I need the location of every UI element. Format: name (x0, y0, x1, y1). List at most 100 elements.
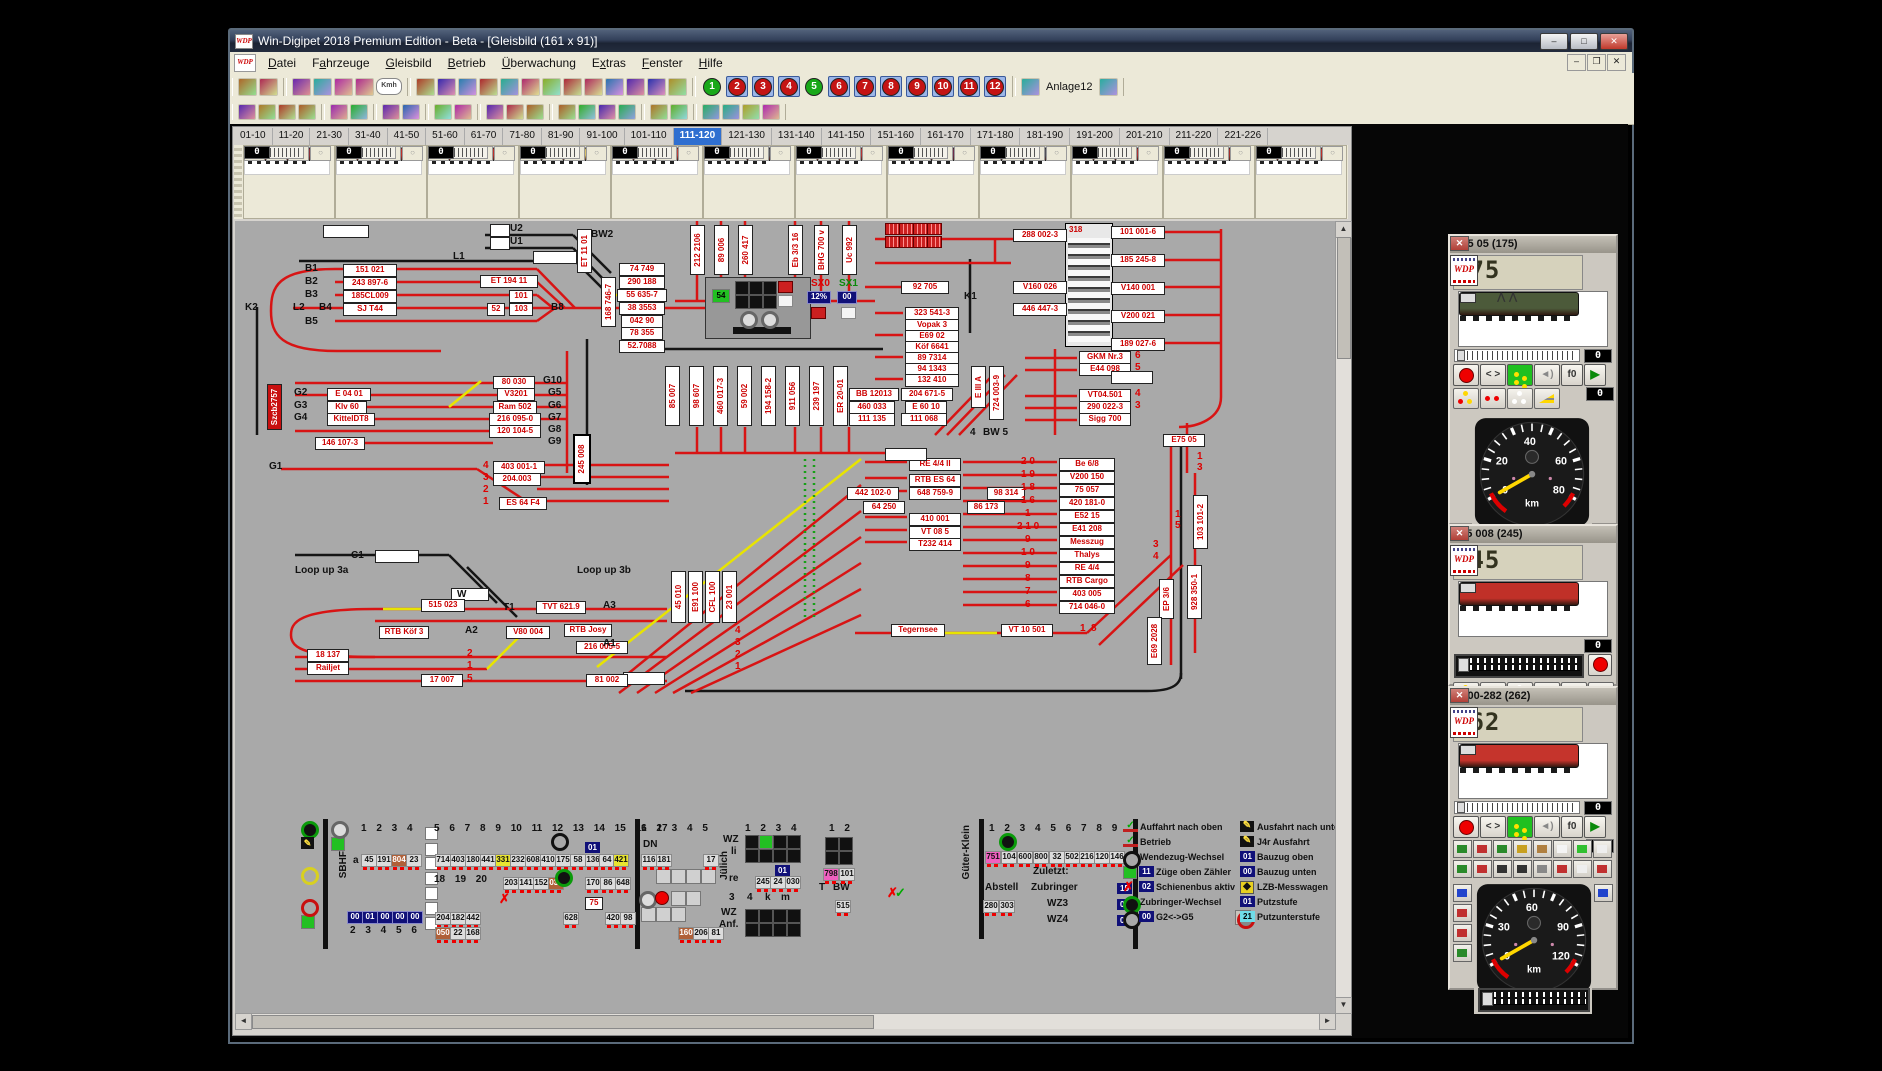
train-button-11[interactable]: 11 (958, 76, 980, 97)
hand-mode-button[interactable] (1553, 860, 1572, 878)
stop-button[interactable] (1453, 816, 1479, 838)
save-icon[interactable] (259, 77, 278, 96)
black-cell[interactable] (839, 851, 853, 865)
loco-delay-button[interactable]: ○ (770, 146, 791, 161)
gray-cell[interactable] (656, 869, 671, 884)
binoculars-icon[interactable] (558, 104, 576, 120)
mdi-minimize-button[interactable]: – (1567, 54, 1586, 71)
mute-button[interactable]: ◄) (1534, 816, 1560, 838)
tab-161-170[interactable]: 161-170 (921, 128, 971, 145)
speed-slider[interactable] (1454, 349, 1580, 362)
staff-icon[interactable] (563, 77, 582, 96)
menu-hilfe[interactable]: Hilfe (698, 55, 723, 70)
stop-button[interactable] (1453, 364, 1479, 386)
black-cell[interactable] (749, 281, 763, 295)
gray-cell[interactable] (671, 907, 686, 922)
panel-title[interactable]: E75 05 (175) (1450, 236, 1616, 253)
speed-slider[interactable] (1454, 654, 1584, 678)
note-icon[interactable] (618, 104, 636, 120)
black-cell[interactable] (773, 923, 787, 937)
tab-191-200[interactable]: 191-200 (1070, 128, 1120, 145)
gray-cell[interactable] (686, 869, 701, 884)
log-clock-icon[interactable] (238, 104, 256, 120)
f0-button[interactable]: f0 (1561, 364, 1583, 386)
loco-delay-button[interactable]: ○ (494, 146, 515, 161)
strip-scroll[interactable] (234, 145, 242, 217)
exit-door-icon[interactable] (1098, 77, 1118, 96)
signal-k-button[interactable] (1513, 860, 1532, 878)
black-cell[interactable] (759, 923, 773, 937)
tab-21-30[interactable]: 21-30 (310, 128, 349, 145)
magnifier-icon[interactable] (668, 77, 687, 96)
black-cell[interactable] (735, 281, 749, 295)
notebook-icon[interactable] (578, 104, 596, 120)
grid-red-button[interactable] (1593, 860, 1612, 878)
vertical-scrollbar[interactable]: ▲ ▼ (1335, 221, 1352, 1014)
direction-toggle-button[interactable]: < > (1480, 816, 1506, 838)
maximize-button[interactable]: □ (1570, 33, 1598, 50)
black-cell[interactable] (773, 835, 787, 849)
funnel-red-icon[interactable] (626, 77, 645, 96)
red-ring-signal[interactable] (301, 899, 319, 917)
green-ring-signal[interactable] (555, 869, 573, 887)
black-cell[interactable] (787, 923, 801, 937)
clock-icon[interactable] (598, 104, 616, 120)
train-button-7[interactable]: 7 (854, 76, 876, 97)
tab-151-160[interactable]: 151-160 (871, 128, 921, 145)
horn-2-button[interactable] (1493, 840, 1512, 858)
interior-light-button[interactable] (1533, 840, 1552, 858)
train-button-4[interactable]: 4 (778, 76, 800, 97)
lightning-icon[interactable] (650, 104, 668, 120)
wedge-yellow-button[interactable] (1534, 388, 1560, 409)
black-cell[interactable] (735, 295, 749, 309)
yellow-ring-signal[interactable] (301, 867, 319, 885)
menu-betrieb[interactable]: Betrieb (447, 55, 486, 70)
red-dot-signal[interactable] (655, 891, 669, 905)
loco-delay-button[interactable]: ○ (310, 146, 331, 161)
route-board-icon[interactable] (355, 77, 374, 96)
gray-cell[interactable] (701, 869, 716, 884)
tab-211-220[interactable]: 211-220 (1170, 128, 1219, 145)
gray-ring-signal[interactable] (331, 821, 349, 839)
menu-fenster[interactable]: Fenster (641, 55, 683, 70)
green-indicator[interactable]: 54 (712, 289, 730, 303)
tab-171-180[interactable]: 171-180 (971, 128, 1021, 145)
panel-close-button[interactable]: ✕ (1450, 526, 1469, 541)
black-cell[interactable] (787, 909, 801, 923)
pen-icon[interactable]: ✎ (301, 837, 314, 849)
tab-141-150[interactable]: 141-150 (822, 128, 872, 145)
zoom-in-icon[interactable] (382, 104, 400, 120)
panel-close-button[interactable]: ✕ (1450, 236, 1469, 251)
close-button[interactable]: ✕ (1600, 33, 1628, 50)
go-button[interactable]: ▶ (1584, 364, 1606, 386)
white-square[interactable] (425, 887, 438, 900)
green-square[interactable] (759, 835, 773, 849)
wagon-icon[interactable] (762, 104, 780, 120)
white-square[interactable] (425, 902, 438, 915)
tab-221-226[interactable]: 221-226 (1218, 128, 1269, 145)
function-pad-button[interactable] (1507, 364, 1533, 386)
meter-green-icon[interactable] (670, 104, 688, 120)
gauge-slider[interactable] (1478, 988, 1590, 1012)
loco-delay-button[interactable]: ○ (1138, 146, 1159, 161)
train-button-6[interactable]: 6 (828, 76, 850, 97)
train-delete-icon[interactable] (506, 104, 524, 120)
mdi-restore-button[interactable]: ❐ (1587, 54, 1606, 71)
loco-delay-button[interactable]: ○ (678, 146, 699, 161)
inspector-icon[interactable] (298, 104, 316, 120)
speech-button[interactable] (1593, 840, 1612, 858)
undo-x9-icon[interactable] (434, 104, 452, 120)
tab-121-130[interactable]: 121-130 (722, 128, 772, 145)
f0-button[interactable]: f0 (1561, 816, 1583, 838)
loco-delay-button[interactable]: ○ (954, 146, 975, 161)
track-split-icon[interactable] (526, 104, 544, 120)
tab-41-50[interactable]: 41-50 (388, 128, 427, 145)
black-cell[interactable] (745, 835, 759, 849)
antenna-icon[interactable] (330, 104, 348, 120)
gray-cell[interactable] (656, 907, 671, 922)
coupler-button[interactable] (1513, 840, 1532, 858)
black-cell[interactable] (745, 923, 759, 937)
steam-loco-icon[interactable] (313, 77, 332, 96)
io-grid-icon[interactable] (742, 104, 760, 120)
